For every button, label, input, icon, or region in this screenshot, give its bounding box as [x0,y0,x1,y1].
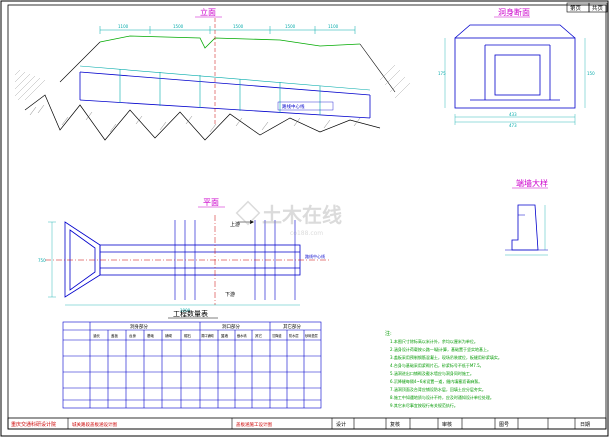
notes-heading: 注: [385,330,392,337]
date-label: 日期 [580,422,590,428]
watermark-logo-icon [235,200,261,226]
elevation-dimension-line [99,26,356,34]
group-header-other: 其它部分 [283,323,301,330]
col-5: 铺砌 [165,333,172,338]
drawing-no-label: 图号 [499,422,509,428]
watermark: 土木在线 co188.com [235,200,342,237]
col-1: 涵长 [93,333,100,338]
plan-road-label: 路线中心线 [305,253,325,259]
section-dim-left: 175 [438,71,446,76]
road-surface [99,35,361,49]
note-line: 5.涵洞进出口铺砌及截水墙应与洞身同时施工。 [390,370,474,376]
elevation-dim-1: 1100 [118,24,129,29]
note-line: 2.涵身设计荷载按公路—Ⅰ级计算，基础置于坚实地基上。 [390,346,491,352]
plan-dim-1: 1000 [180,308,191,313]
wall-title: 端墙大样 [516,178,548,188]
col-3: 台身 [129,333,136,338]
col-12: 防水层 [289,333,299,338]
plan-wing-walls [64,221,101,298]
section-view: 洞身断面 473 433 175 150 [438,7,595,128]
notes-block: 注: 1.本图尺寸除标高以米计外，余均以厘米为单位。 2.涵身设计荷载按公路—Ⅰ… [385,330,502,408]
col-11: 沉降缝 [272,333,282,338]
col-9: 截水墙 [237,333,247,338]
plan-view: 平面 [38,198,330,313]
total-label: 共页 [592,4,604,12]
section-title: 洞身断面 [498,7,530,17]
elevation-view: 立面 1100 1500 1500 1500 1100 [14,7,411,141]
col-8: 翼墙 [221,333,228,338]
elevation-dim-5: 1100 [328,24,339,29]
design-label: 设计 [336,421,346,428]
elevation-dim-4: 1500 [285,24,296,29]
embankment-slope-right [359,43,396,93]
col-4: 基础 [147,333,154,338]
plan-dim-2: 750 [38,258,46,263]
drawing-name: 盖板涵施工设计图 [236,421,272,428]
plan-dims [48,221,300,306]
review-label: 审核 [442,421,452,428]
group-header-barrel: 洞身部分 [130,323,148,330]
quantity-table: 工程数量表 洞身部分 洞口部分 其它部分 涵长 盖 [62,309,322,409]
group-header-portal: 洞口部分 [222,323,240,330]
title-block: 重庆交通科研设计院 城关路段盖板涵设计图 盖板涵施工设计图 设计 复核 审核 图… [7,417,607,430]
section-dim-right: 150 [587,71,595,76]
ground-line [24,94,381,141]
col-13: 砂砾垫层 [305,333,318,338]
elevation-dim-2: 1500 [173,24,184,29]
note-line: 4.台身与基础采用浆砌片石，砂浆标号不低于M7.5。 [390,362,484,368]
note-line: 3.盖板采用预制钢筋混凝土，现场吊装就位，板缝用砂浆填实。 [390,354,502,360]
watermark-sub: co188.com [290,230,323,237]
col-7: 洞口铺砌 [201,333,214,338]
note-line: 7.涵洞顶面及台背应铺设防水层，回填土应分层夯实。 [390,386,486,392]
plan-title: 平面 [203,198,219,207]
section-dims [444,38,586,125]
wall-profile [511,204,539,251]
plan-upstream-label: 上游 [230,221,240,228]
slope-hatch [14,64,411,101]
elevation-title: 立面 [200,7,216,17]
note-line: 6.沉降缝每隔4~6米设置一道，缝内填塞沥青麻絮。 [390,378,482,384]
section-dim-inner: 433 [509,112,517,117]
col-10: 其它 [255,333,263,338]
wall-detail-view: 端墙大样 [505,178,548,256]
elevation-dim-3: 1500 [233,24,244,29]
col-6: 帽石 [184,333,191,338]
elevation-note: 路线中心线 [282,103,305,110]
check-label: 复核 [390,421,400,428]
culvert-body [79,71,371,119]
watermark-text: 土木在线 [262,203,342,227]
page-label: 第页 [570,4,582,12]
culvert-slabs [79,65,371,115]
embankment-slope [59,41,101,83]
section-dim-total: 473 [509,123,517,128]
plan-downstream-label: 下游 [225,291,235,298]
section-body [454,24,576,109]
ground-hatch [29,104,361,133]
page-number-boxes: 第页 共页 [566,2,608,13]
quantity-title: 工程数量表 [173,309,208,318]
project-name: 城关路段盖板涵设计图 [72,421,117,428]
col-2: 盖板 [111,333,118,338]
note-line: 8.施工中如遇地质与设计不符，应及时通知设计单位处理。 [390,394,494,400]
note-line: 9.其它未尽事宜按现行有关规范执行。 [390,402,458,408]
note-line: 1.本图尺寸除标高以米计外，余均以厘米为单位。 [390,338,478,344]
institute-name: 重庆交通科研设计院 [11,421,56,428]
